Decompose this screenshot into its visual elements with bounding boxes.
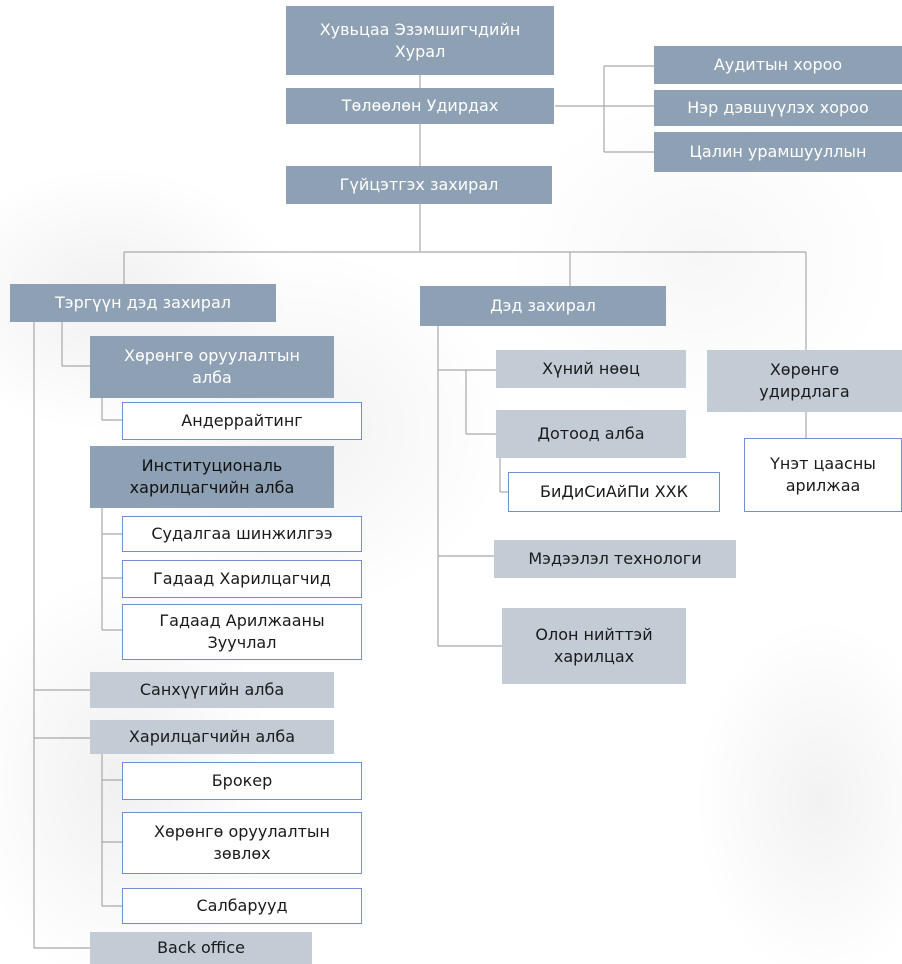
node-foreign-clients: Гадаад Харилцагчид (122, 560, 362, 598)
node-research: Судалгаа шинжилгээ (122, 516, 362, 552)
node-securities-trading: Үнэт цаасны арилжаа (744, 438, 902, 512)
node-nomination-committee: Нэр дэвшүүлэх хороо (654, 90, 902, 126)
node-investment-advisor: Хөрөнгө оруулалтын зөвлөх (122, 812, 362, 874)
node-shareholders-meeting: Хувьцаа Эзэмшигчдийн Хурал (286, 6, 554, 75)
node-client-dept: Харилцагчийн алба (90, 720, 334, 754)
node-board: Төлөөлөн Удирдах (286, 88, 554, 124)
node-branches: Салбарууд (122, 888, 362, 924)
node-back-office: Back office (90, 932, 312, 964)
node-investment-dept: Хөрөнгө оруулалтын алба (90, 336, 334, 398)
node-broker: Брокер (122, 762, 362, 800)
node-internal-dept: Дотоод алба (496, 410, 686, 458)
node-underwriting: Андеррайтинг (122, 402, 362, 440)
node-deputy: Дэд захирал (420, 286, 666, 326)
node-first-deputy: Тэргүүн дэд захирал (10, 284, 276, 322)
node-asset-management: Хөрөнгө удирдлага (707, 350, 902, 412)
node-institutional-clients: Институциональ харилцагчийн алба (90, 446, 334, 508)
node-it: Мэдээлэл технологи (494, 540, 736, 578)
node-remuneration-committee: Цалин урамшууллын (654, 132, 902, 172)
node-bdsec: БиДиСиАйПи ХХК (508, 472, 720, 512)
node-foreign-brokerage: Гадаад Арилжааны Зуучлал (122, 604, 362, 660)
node-ceo: Гүйцэтгэх захирал (286, 166, 552, 204)
node-audit-committee: Аудитын хороо (654, 46, 902, 84)
node-finance-dept: Санхүүгийн алба (90, 672, 334, 708)
node-public-relations: Олон нийттэй харилцах (502, 608, 686, 684)
node-hr: Хүний нөөц (496, 350, 686, 388)
